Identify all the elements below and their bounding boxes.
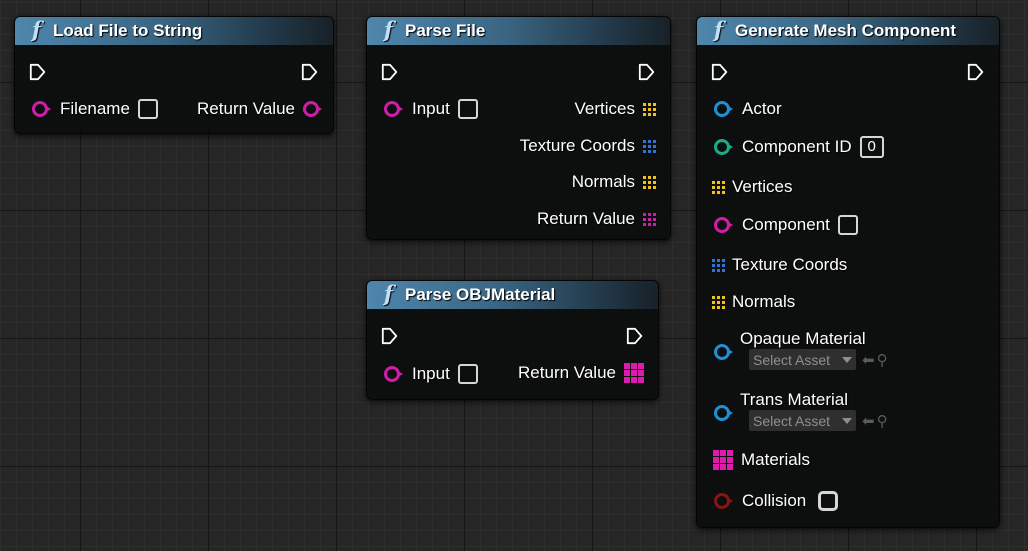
integer-pin-icon[interactable]	[714, 139, 733, 155]
pin-trans-material[interactable]	[714, 405, 733, 421]
pin-texture-coords[interactable]: Texture Coords	[520, 136, 656, 156]
pin-normals[interactable]: Normals	[712, 292, 795, 312]
exec-input-pin-icon[interactable]	[29, 62, 47, 82]
pin-label: Materials	[741, 450, 810, 469]
exec-output-pin-icon[interactable]	[967, 62, 985, 82]
node-title: Generate Mesh Component	[735, 21, 957, 40]
pin-label-trans-material: Trans Material	[740, 390, 849, 409]
pin-materials[interactable]: Materials	[713, 450, 810, 470]
component-id-input[interactable]: 0	[859, 136, 884, 158]
pin-label-opaque-material: Opaque Material	[740, 329, 866, 348]
pin-return-value[interactable]: Return Value	[518, 363, 644, 383]
object-pin-icon[interactable]	[714, 101, 733, 117]
exec-input-pin-icon[interactable]	[381, 326, 399, 346]
node-title: Parse File	[405, 21, 486, 40]
string-pin-icon[interactable]	[384, 366, 403, 382]
pin-normals[interactable]: Normals	[572, 172, 656, 192]
array-grid-icon[interactable]	[712, 180, 725, 194]
pin-filename[interactable]: Filename	[32, 99, 158, 119]
string-pin-icon[interactable]	[384, 101, 403, 117]
function-icon: f	[714, 17, 724, 42]
pin-label: Texture Coords	[519, 136, 635, 155]
object-pin-icon[interactable]	[714, 344, 733, 360]
node-title: Parse OBJMaterial	[405, 285, 556, 304]
pin-label: Collision	[742, 491, 807, 510]
node-header[interactable]: f Parse File	[367, 17, 670, 45]
opaque-material-asset-picker[interactable]: Select Asset ⬅ ⚲	[749, 349, 888, 370]
exec-output-pin-icon[interactable]	[301, 62, 319, 82]
array-grid-icon[interactable]	[643, 175, 656, 189]
function-icon: f	[384, 281, 394, 306]
pin-component[interactable]: Component	[714, 215, 858, 235]
select-asset-dropdown[interactable]: Select Asset	[749, 349, 856, 370]
node-header[interactable]: f Generate Mesh Component	[697, 17, 999, 45]
pin-return-value[interactable]: Return Value	[537, 209, 656, 229]
pin-label: Filename	[60, 99, 130, 118]
node-parse-file[interactable]: f Parse File Input Vertices Texture Coor…	[366, 16, 671, 240]
node-header[interactable]: f Load File to String	[15, 17, 333, 45]
browse-magnifier-icon[interactable]: ⚲	[876, 412, 888, 430]
pin-label: Return Value	[197, 99, 295, 118]
array-grid-icon[interactable]	[643, 212, 656, 226]
pin-label: Component	[742, 215, 830, 234]
pin-label: Input	[412, 99, 450, 118]
array-grid-icon[interactable]	[712, 295, 725, 309]
pin-input[interactable]: Input	[384, 99, 478, 119]
pin-label: Vertices	[574, 99, 635, 118]
pin-label: Normals	[571, 172, 635, 191]
node-title: Load File to String	[53, 21, 203, 40]
function-icon: f	[32, 17, 42, 42]
pin-component-id[interactable]: Component ID 0	[714, 136, 884, 158]
exec-output-pin-icon[interactable]	[638, 62, 656, 82]
exec-output-pin-icon[interactable]	[626, 326, 644, 346]
select-asset-label: Select Asset	[753, 351, 831, 368]
string-pin-icon[interactable]	[32, 101, 51, 117]
node-parse-obj-material[interactable]: f Parse OBJMaterial Input Return Value	[366, 280, 659, 400]
array-grid-icon[interactable]	[712, 258, 725, 272]
chevron-down-icon	[842, 356, 852, 363]
pin-label: Input	[412, 364, 450, 383]
node-header[interactable]: f Parse OBJMaterial	[367, 281, 658, 309]
collision-checkbox[interactable]	[818, 491, 839, 511]
component-value-box[interactable]	[837, 215, 858, 235]
pin-label: Return Value	[518, 363, 616, 382]
trans-material-asset-picker[interactable]: Select Asset ⬅ ⚲	[749, 410, 888, 431]
array-grid-icon[interactable]	[643, 139, 656, 153]
browse-magnifier-icon[interactable]: ⚲	[876, 351, 888, 369]
filename-value-box[interactable]	[137, 99, 158, 119]
pin-label: Actor	[742, 99, 782, 118]
pin-label: Component ID	[742, 137, 852, 156]
pin-label: Vertices	[732, 177, 793, 196]
array-grid-icon[interactable]	[643, 102, 656, 116]
pin-vertices[interactable]: Vertices	[712, 177, 792, 197]
boolean-pin-icon[interactable]	[714, 493, 733, 509]
node-load-file-to-string[interactable]: f Load File to String Filename Return Va…	[14, 16, 334, 134]
pin-opaque-material[interactable]	[714, 344, 733, 360]
map-icon[interactable]	[624, 363, 644, 383]
chevron-down-icon	[842, 417, 852, 424]
pin-collision[interactable]: Collision	[714, 491, 839, 511]
pin-texture-coords[interactable]: Texture Coords	[712, 255, 847, 275]
exec-input-pin-icon[interactable]	[711, 62, 729, 82]
pin-label: Normals	[732, 292, 796, 311]
map-icon[interactable]	[713, 450, 733, 470]
use-selected-arrow-icon[interactable]: ⬅	[862, 351, 875, 369]
pin-return-value[interactable]: Return Value	[197, 99, 322, 119]
node-generate-mesh-component[interactable]: f Generate Mesh Component Actor Componen…	[696, 16, 1000, 528]
function-icon: f	[384, 17, 394, 42]
input-value-box[interactable]	[457, 364, 478, 384]
exec-input-pin-icon[interactable]	[381, 62, 399, 82]
pin-label: Return Value	[537, 209, 635, 228]
input-value-box[interactable]	[457, 99, 478, 119]
pin-label: Texture Coords	[732, 255, 848, 274]
string-pin-icon[interactable]	[714, 217, 733, 233]
string-pin-icon[interactable]	[303, 101, 322, 117]
pin-input[interactable]: Input	[384, 364, 478, 384]
pin-actor[interactable]: Actor	[714, 99, 782, 119]
select-asset-dropdown[interactable]: Select Asset	[749, 410, 856, 431]
pin-vertices[interactable]: Vertices	[575, 99, 656, 119]
use-selected-arrow-icon[interactable]: ⬅	[862, 412, 875, 430]
object-pin-icon[interactable]	[714, 405, 733, 421]
select-asset-label: Select Asset	[753, 412, 831, 429]
